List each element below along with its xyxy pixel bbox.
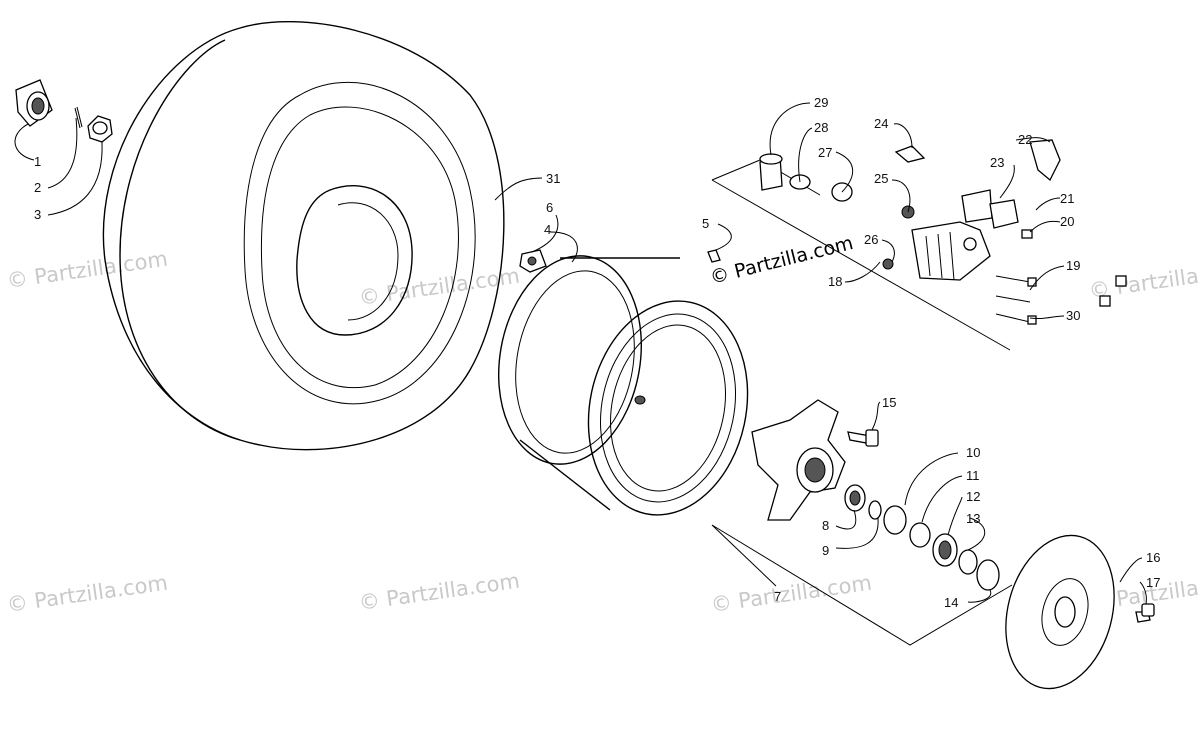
- callout-14: 14: [944, 595, 958, 610]
- callout-20: 20: [1060, 214, 1074, 229]
- callout-10: 10: [966, 445, 980, 460]
- watermark: © Partzilla.com: [357, 569, 521, 615]
- watermark-layer: © Partzilla.com © Partzilla.com © Partzi…: [5, 247, 1200, 617]
- callout-16: 16: [1146, 550, 1160, 565]
- watermark: © Partzilla.com: [357, 264, 521, 310]
- callouts: 1 2 3 4 5 6 7 8 9 10 11 12 13 14 15 16 1…: [34, 95, 1160, 610]
- watermark: © Partzilla.com: [709, 571, 873, 617]
- callout-4: 4: [544, 222, 551, 237]
- callout-9: 9: [822, 543, 829, 558]
- cap-nut-parts: [15, 79, 113, 143]
- watermark: © Partzilla.com: [5, 247, 169, 293]
- callout-15: 15: [882, 395, 896, 410]
- wheel-rim: [497, 255, 749, 516]
- callout-8: 8: [822, 518, 829, 533]
- callout-24: 24: [874, 116, 888, 131]
- callout-1: 1: [34, 154, 41, 169]
- wheel-hub: [751, 399, 846, 521]
- callout-11: 11: [966, 468, 980, 483]
- callout-30: 30: [1066, 308, 1080, 323]
- callout-31: 31: [546, 171, 560, 186]
- callout-19: 19: [1066, 258, 1080, 273]
- callout-18: 18: [828, 274, 842, 289]
- callout-25: 25: [874, 171, 888, 186]
- callout-17: 17: [1146, 575, 1160, 590]
- axle-nut: [519, 249, 547, 273]
- callout-27: 27: [818, 145, 832, 160]
- brake-disc: [1005, 534, 1115, 690]
- brake-caliper-assembly: [711, 139, 1061, 351]
- bearing-set: [844, 484, 1000, 591]
- callout-5: 5: [702, 216, 709, 231]
- callout-12: 12: [966, 489, 980, 504]
- leader-lines: [14, 102, 1147, 646]
- callout-28: 28: [814, 120, 828, 135]
- callout-21: 21: [1060, 191, 1074, 206]
- callout-7: 7: [774, 589, 781, 604]
- callout-3: 3: [34, 207, 41, 222]
- callout-2: 2: [34, 180, 41, 195]
- callout-13: 13: [966, 511, 980, 526]
- callout-22: 22: [1018, 132, 1032, 147]
- tire: [102, 20, 505, 451]
- watermark: © Partzilla.com: [5, 571, 169, 617]
- callout-29: 29: [814, 95, 828, 110]
- callout-23: 23: [990, 155, 1004, 170]
- callout-26: 26: [864, 232, 878, 247]
- callout-6: 6: [546, 200, 553, 215]
